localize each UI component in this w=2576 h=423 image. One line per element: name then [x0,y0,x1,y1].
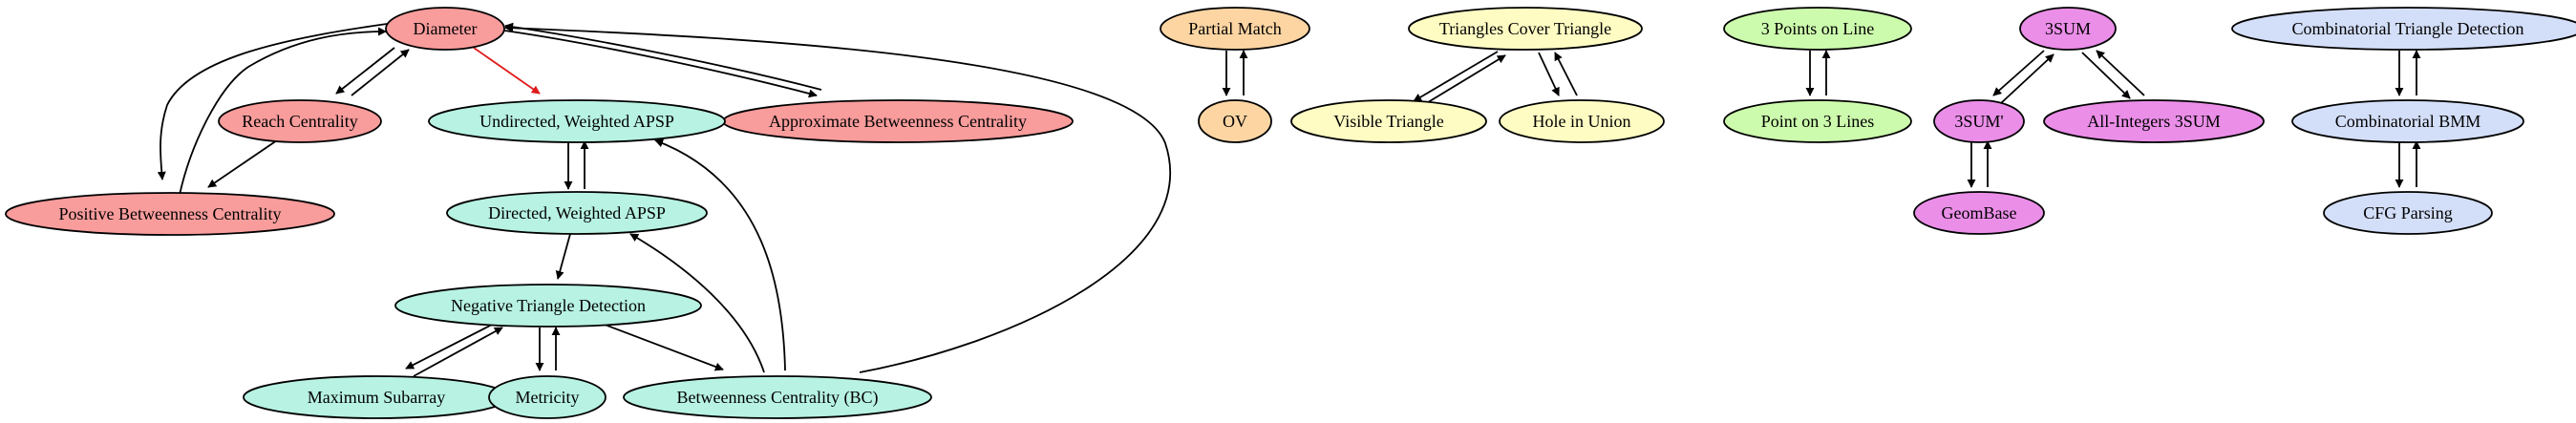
node-positive-bc-label: Positive Betweenness Centrality [59,204,282,223]
node-betweenness-centrality-label: Betweenness Centrality (BC) [677,388,879,408]
edge-tricover-to-vistri [1413,51,1499,102]
node-undirected-apsp-label: Undirected, Weighted APSP [479,112,674,131]
node-triangles-cover-triangle-label: Triangles Cover Triangle [1439,19,1611,38]
edge-vistri-to-tricover [1419,54,1506,108]
node-maximum-subarray[interactable]: Maximum Subarray [243,375,510,419]
node-triangles-cover-triangle[interactable]: Triangles Cover Triangle [1408,7,1643,51]
edge-bc-to-undir-apsp [654,138,786,371]
node-3sum-prime[interactable]: 3SUM' [1933,99,2025,143]
node-visible-triangle-label: Visible Triangle [1333,112,1443,131]
node-combinatorial-bmm-label: Combinatorial BMM [2335,112,2481,131]
node-3-points-on-line-label: 3 Points on Line [1761,19,1875,38]
edge-reach-to-posbc [207,139,278,188]
node-cfg-parsing-label: CFG Parsing [2363,203,2453,222]
node-maximum-subarray-label: Maximum Subarray [308,388,445,407]
node-cfg-parsing[interactable]: CFG Parsing [2323,191,2493,235]
edge-3sum-to-allint [2081,52,2131,99]
edge-posbc-to-diameter [179,27,387,196]
node-geombase[interactable]: GeomBase [1913,191,2045,235]
node-reach-centrality-label: Reach Centrality [242,112,357,131]
edges [157,22,2421,377]
edge-diameter-to-reach [335,47,395,95]
node-undirected-apsp[interactable]: Undirected, Weighted APSP [428,99,726,143]
node-approximate-bc[interactable]: Approximate Betweenness Centrality [722,99,1074,143]
edge-negtri-to-bc [599,322,724,371]
node-diameter-label: Diameter [414,19,478,38]
edge-diameter-to-posbc [157,23,388,180]
node-3sum-prime-label: 3SUM' [1954,112,2003,131]
node-3-points-on-line[interactable]: 3 Points on Line [1723,7,1912,51]
node-combinatorial-bmm[interactable]: Combinatorial BMM [2291,99,2524,143]
node-reach-centrality[interactable]: Reach Centrality [218,99,382,143]
edge-dir-apsp-to-negtri [555,233,571,280]
node-ov[interactable]: OV [1198,99,1272,143]
node-all-integers-3sum-label: All-Integers 3SUM [2087,112,2220,131]
edge-bc-to-diameter [504,23,1172,373]
node-directed-apsp[interactable]: Directed, Weighted APSP [446,191,708,235]
node-combinatorial-triangle-detection[interactable]: Combinatorial Triangle Detection [2231,7,2576,51]
edge-diameter-to-approx [503,30,818,98]
edge-tricover-to-hole [1538,52,1560,96]
node-point-on-3-lines-label: Point on 3 Lines [1761,112,1875,131]
edge-3sump-to-3sum [2000,53,2054,104]
node-metricity[interactable]: Metricity [488,375,607,419]
node-visible-triangle[interactable]: Visible Triangle [1290,99,1487,143]
node-combinatorial-triangle-detection-label: Combinatorial Triangle Detection [2292,19,2524,38]
node-geombase-label: GeomBase [1942,203,2017,222]
node-approximate-bc-label: Approximate Betweenness Centrality [769,112,1027,131]
node-hole-in-union[interactable]: Hole in Union [1499,99,1665,143]
node-betweenness-centrality[interactable]: Betweenness Centrality (BC) [623,375,932,419]
edge-reach-to-diameter [351,49,410,96]
node-partial-match[interactable]: Partial Match [1160,7,1310,51]
edge-hole-to-tricover [1554,52,1578,96]
node-negative-triangle-label: Negative Triangle Detection [451,296,646,315]
edge-bc-to-dir-apsp [629,233,765,373]
node-positive-bc[interactable]: Positive Betweenness Centrality [5,192,335,236]
node-3sum[interactable]: 3SUM [2019,7,2117,51]
node-point-on-3-lines[interactable]: Point on 3 Lines [1723,99,1912,143]
node-all-integers-3sum[interactable]: All-Integers 3SUM [2043,99,2265,143]
node-ov-label: OV [1223,112,1247,131]
node-metricity-label: Metricity [516,388,580,407]
node-diameter[interactable]: Diameter [385,7,505,51]
edge-maxsub-to-negtri [413,327,503,377]
edge-negtri-to-maxsub [405,324,493,370]
node-partial-match-label: Partial Match [1188,19,1281,38]
edge-3sum-to-3sump [1992,50,2045,96]
node-hole-in-union-label: Hole in Union [1533,112,1631,131]
nodes: Diameter Reach Centrality Positive Betwe… [5,7,2576,419]
edge-diameter-to-undir-apsp [473,47,541,95]
node-directed-apsp-label: Directed, Weighted APSP [488,203,666,222]
node-negative-triangle[interactable]: Negative Triangle Detection [394,284,702,328]
edge-approx-to-diameter [504,22,822,91]
edge-allint-to-3sum [2096,50,2145,96]
node-3sum-label: 3SUM [2045,19,2091,38]
